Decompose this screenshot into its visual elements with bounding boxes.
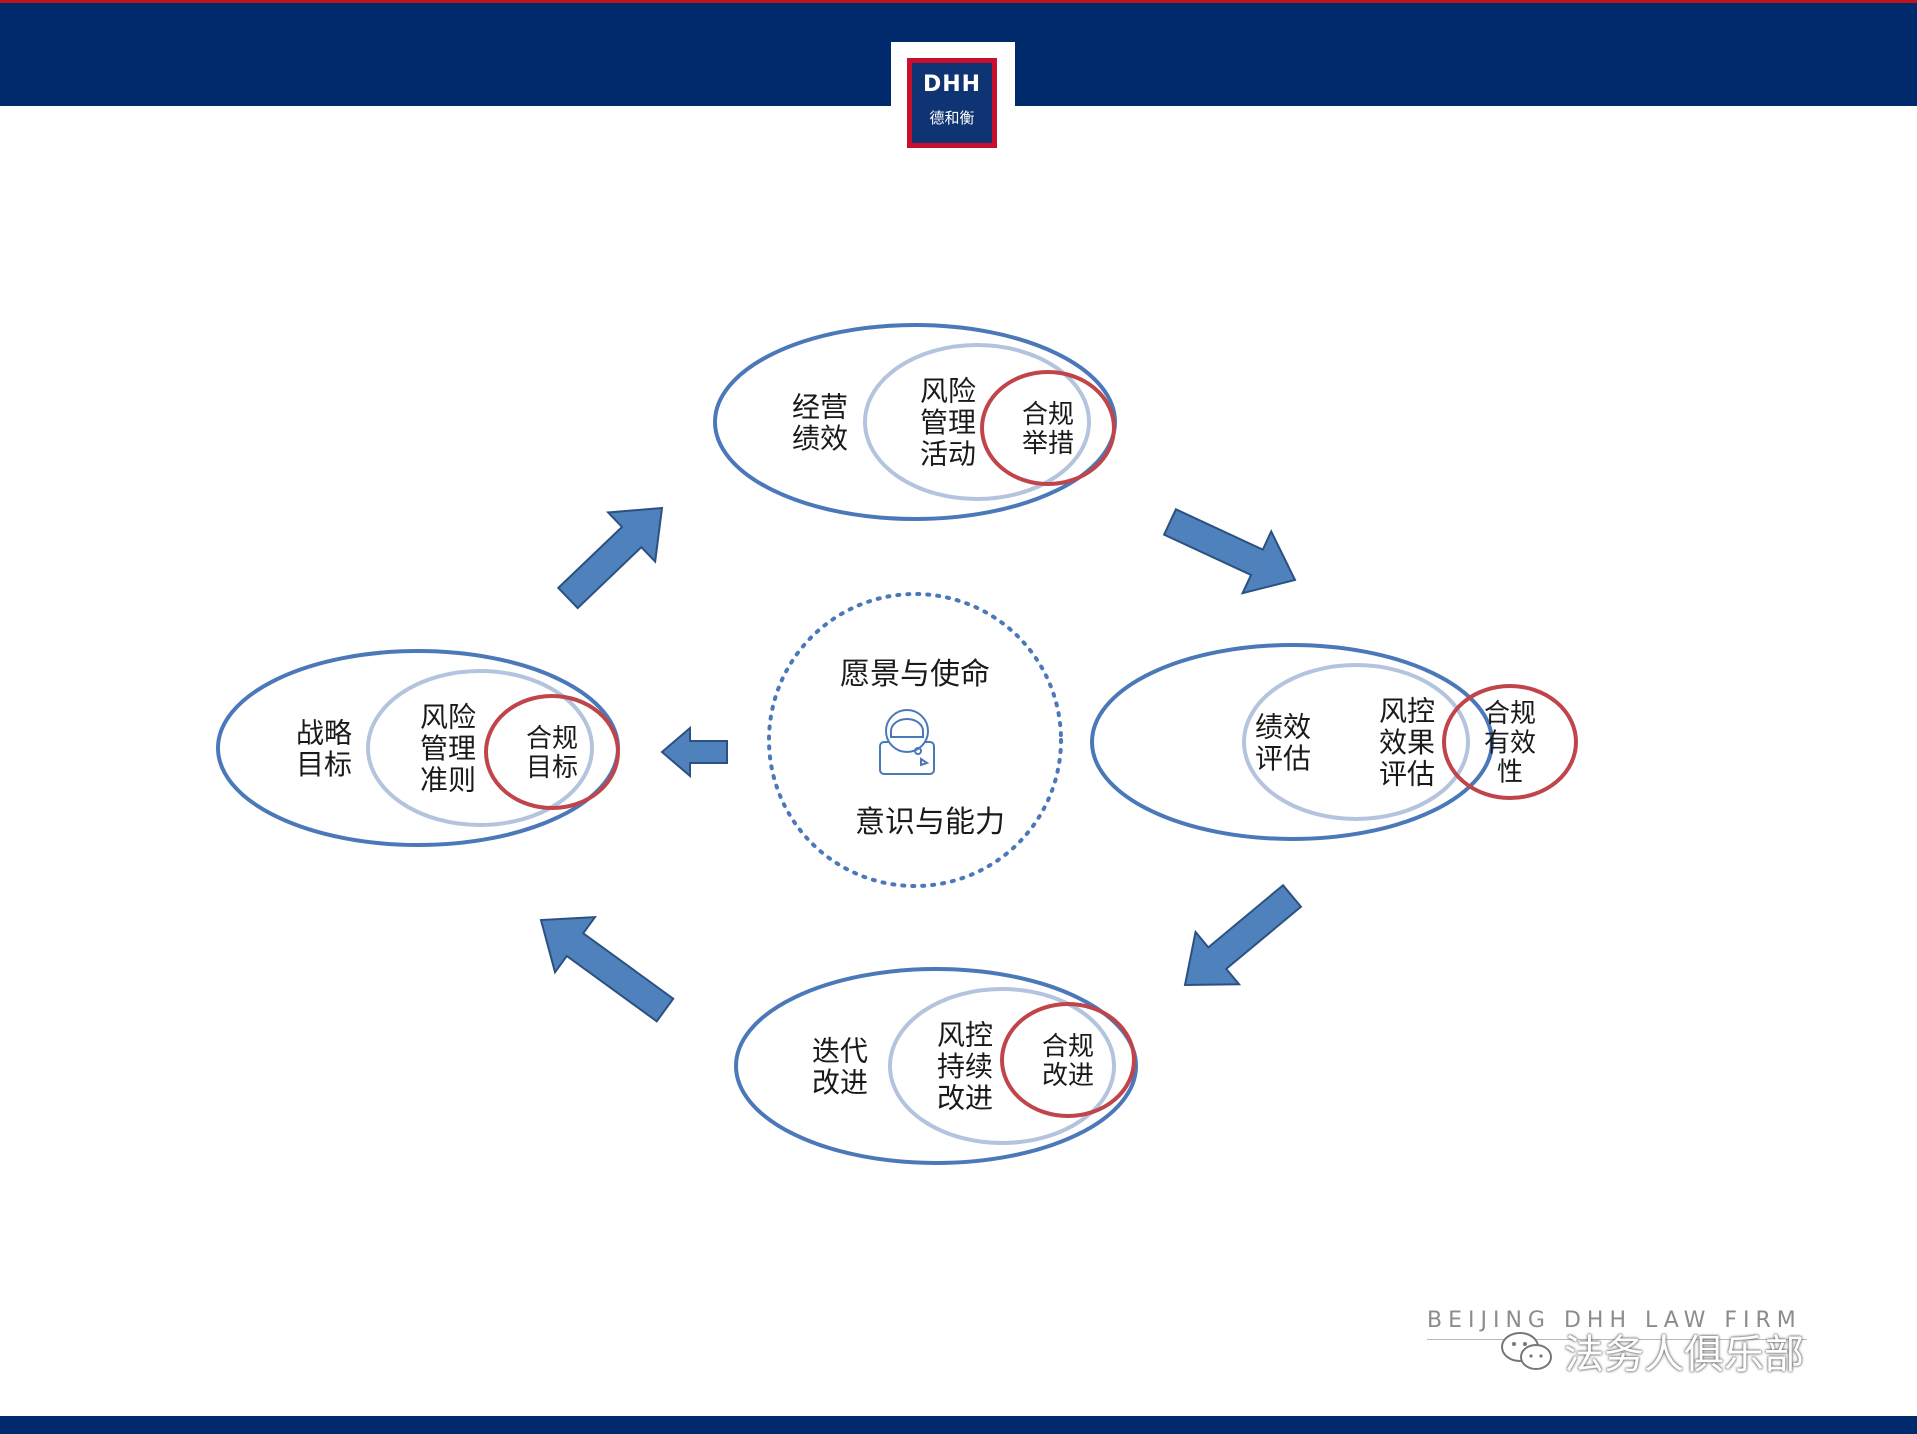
logo-mark: DHH	[922, 72, 982, 97]
inner-label: 合规	[1484, 699, 1536, 729]
flow-arrow	[660, 725, 728, 779]
outer-label: 绩效	[792, 422, 848, 455]
inner-circle	[484, 694, 620, 810]
middle-label: 改进	[937, 1081, 993, 1114]
middle-ellipse	[863, 343, 1091, 501]
watermark-text: 法务人俱乐部	[1564, 1332, 1804, 1378]
middle-ellipse	[888, 987, 1116, 1145]
outer-label: 目标	[296, 748, 352, 781]
inner-circle	[980, 370, 1116, 486]
flow-arrow	[556, 506, 664, 610]
outer-label: 评估	[1255, 742, 1311, 775]
inner-circle	[1000, 1002, 1136, 1118]
center-top-text: 愿景与使命	[840, 657, 990, 692]
inner-label: 性	[1497, 757, 1523, 787]
stage-group: 经营绩效风险管理活动合规举措绩效评估风控效果评估合规有效性迭代改进风控持续改进合…	[216, 323, 1578, 1165]
middle-ellipse	[1242, 663, 1470, 821]
center-bottom-text: 意识与能力	[855, 805, 1005, 840]
flow-arrow	[1162, 507, 1297, 595]
middle-label: 效果	[1379, 726, 1435, 759]
middle-label: 评估	[1379, 757, 1435, 790]
middle-label: 活动	[920, 437, 976, 470]
top-red-line	[0, 0, 1917, 3]
middle-label: 风险	[420, 701, 476, 734]
logo-inner: DHH 德和衡	[912, 63, 992, 143]
bottom-banner	[0, 1416, 1917, 1434]
outer-label: 迭代	[812, 1034, 868, 1067]
inner-label: 合规	[1022, 400, 1074, 430]
dhh-logo: DHH 德和衡	[907, 58, 997, 148]
wechat-icon	[1501, 1332, 1552, 1370]
outer-label: 改进	[812, 1066, 868, 1099]
watermark: 法务人俱乐部	[1500, 1322, 1804, 1380]
inner-label: 举措	[1022, 429, 1074, 459]
middle-label: 风控	[1379, 695, 1435, 728]
inner-label: 合规	[526, 724, 578, 754]
outer-label: 经营	[792, 390, 848, 423]
inner-circle	[1442, 684, 1578, 800]
firm-name: BEIJING DHH LAW FIRM	[1427, 1308, 1802, 1333]
middle-label: 管理	[920, 406, 976, 439]
middle-label: 风险	[920, 375, 976, 408]
inner-label: 改进	[1042, 1061, 1094, 1091]
flow-arrow	[1183, 883, 1303, 987]
inner-label: 合规	[1042, 1032, 1094, 1062]
outer-ellipse	[1090, 643, 1494, 841]
outer-ellipse	[734, 967, 1138, 1165]
middle-label: 管理	[420, 732, 476, 765]
outer-label: 战略	[296, 716, 352, 749]
flow-arrow	[539, 916, 675, 1023]
outer-label: 绩效	[1255, 710, 1311, 743]
center-circle: 愿景与使命 意识与能力	[767, 592, 1063, 888]
logo-subtitle: 德和衡	[929, 109, 975, 127]
center-dotted-ring	[767, 592, 1063, 888]
middle-label: 风控	[937, 1019, 993, 1052]
middle-ellipse	[366, 669, 594, 827]
inner-label: 目标	[526, 753, 578, 783]
inner-label: 有效	[1484, 728, 1536, 758]
astronaut-icon	[879, 709, 935, 775]
cycle-arrows	[539, 506, 1303, 1023]
middle-label: 准则	[420, 763, 476, 796]
middle-label: 持续	[937, 1050, 993, 1083]
firm-divider	[1427, 1339, 1807, 1340]
